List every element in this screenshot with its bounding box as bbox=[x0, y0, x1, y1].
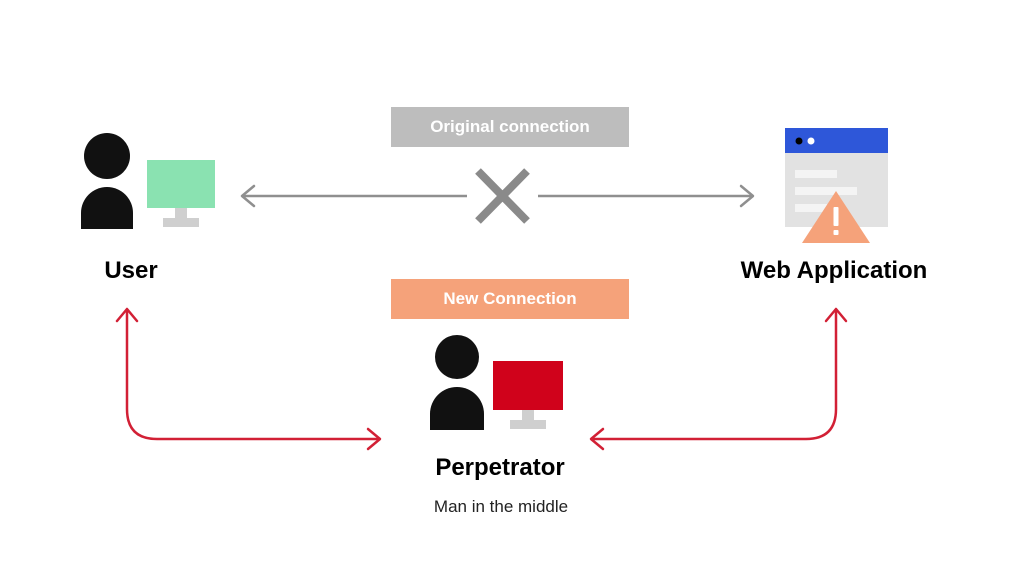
warning-mark-dot bbox=[833, 230, 839, 235]
user-monitor-base bbox=[163, 218, 199, 227]
user-label: User bbox=[104, 257, 158, 284]
user-head bbox=[84, 133, 130, 179]
perpetrator-monitor bbox=[493, 361, 563, 410]
perpetrator-webapp-link bbox=[589, 307, 848, 451]
perpetrator-monitor-base bbox=[510, 420, 546, 429]
user-body bbox=[81, 187, 133, 229]
perpetrator-subtitle: Man in the middle bbox=[433, 497, 569, 516]
new-connection-tag: New Connection bbox=[391, 279, 629, 319]
browser-line-3 bbox=[795, 204, 827, 212]
user-icon bbox=[81, 133, 215, 229]
user-monitor bbox=[147, 160, 215, 208]
browser-dot-2 bbox=[807, 137, 815, 145]
original-connection-line bbox=[240, 184, 755, 208]
warning-mark-line bbox=[833, 207, 839, 226]
original-connection-label: Original connection bbox=[430, 117, 590, 136]
perpetrator-icon bbox=[430, 335, 563, 430]
browser-line-1 bbox=[795, 170, 837, 178]
browser-dot-1 bbox=[795, 137, 803, 145]
new-connection-label: New Connection bbox=[443, 289, 577, 308]
perpetrator-label: Perpetrator bbox=[435, 454, 565, 481]
perpetrator-monitor-neck bbox=[522, 410, 534, 420]
original-connection-tag: Original connection bbox=[391, 107, 629, 147]
perpetrator-head bbox=[435, 335, 479, 379]
cross-icon bbox=[475, 168, 530, 224]
web-application-icon bbox=[785, 128, 888, 243]
web-application-label: Web Application bbox=[740, 257, 928, 284]
browser-line-2 bbox=[795, 187, 857, 195]
user-perpetrator-link bbox=[115, 307, 382, 451]
perpetrator-body bbox=[430, 387, 484, 430]
user-monitor-neck bbox=[175, 208, 187, 218]
